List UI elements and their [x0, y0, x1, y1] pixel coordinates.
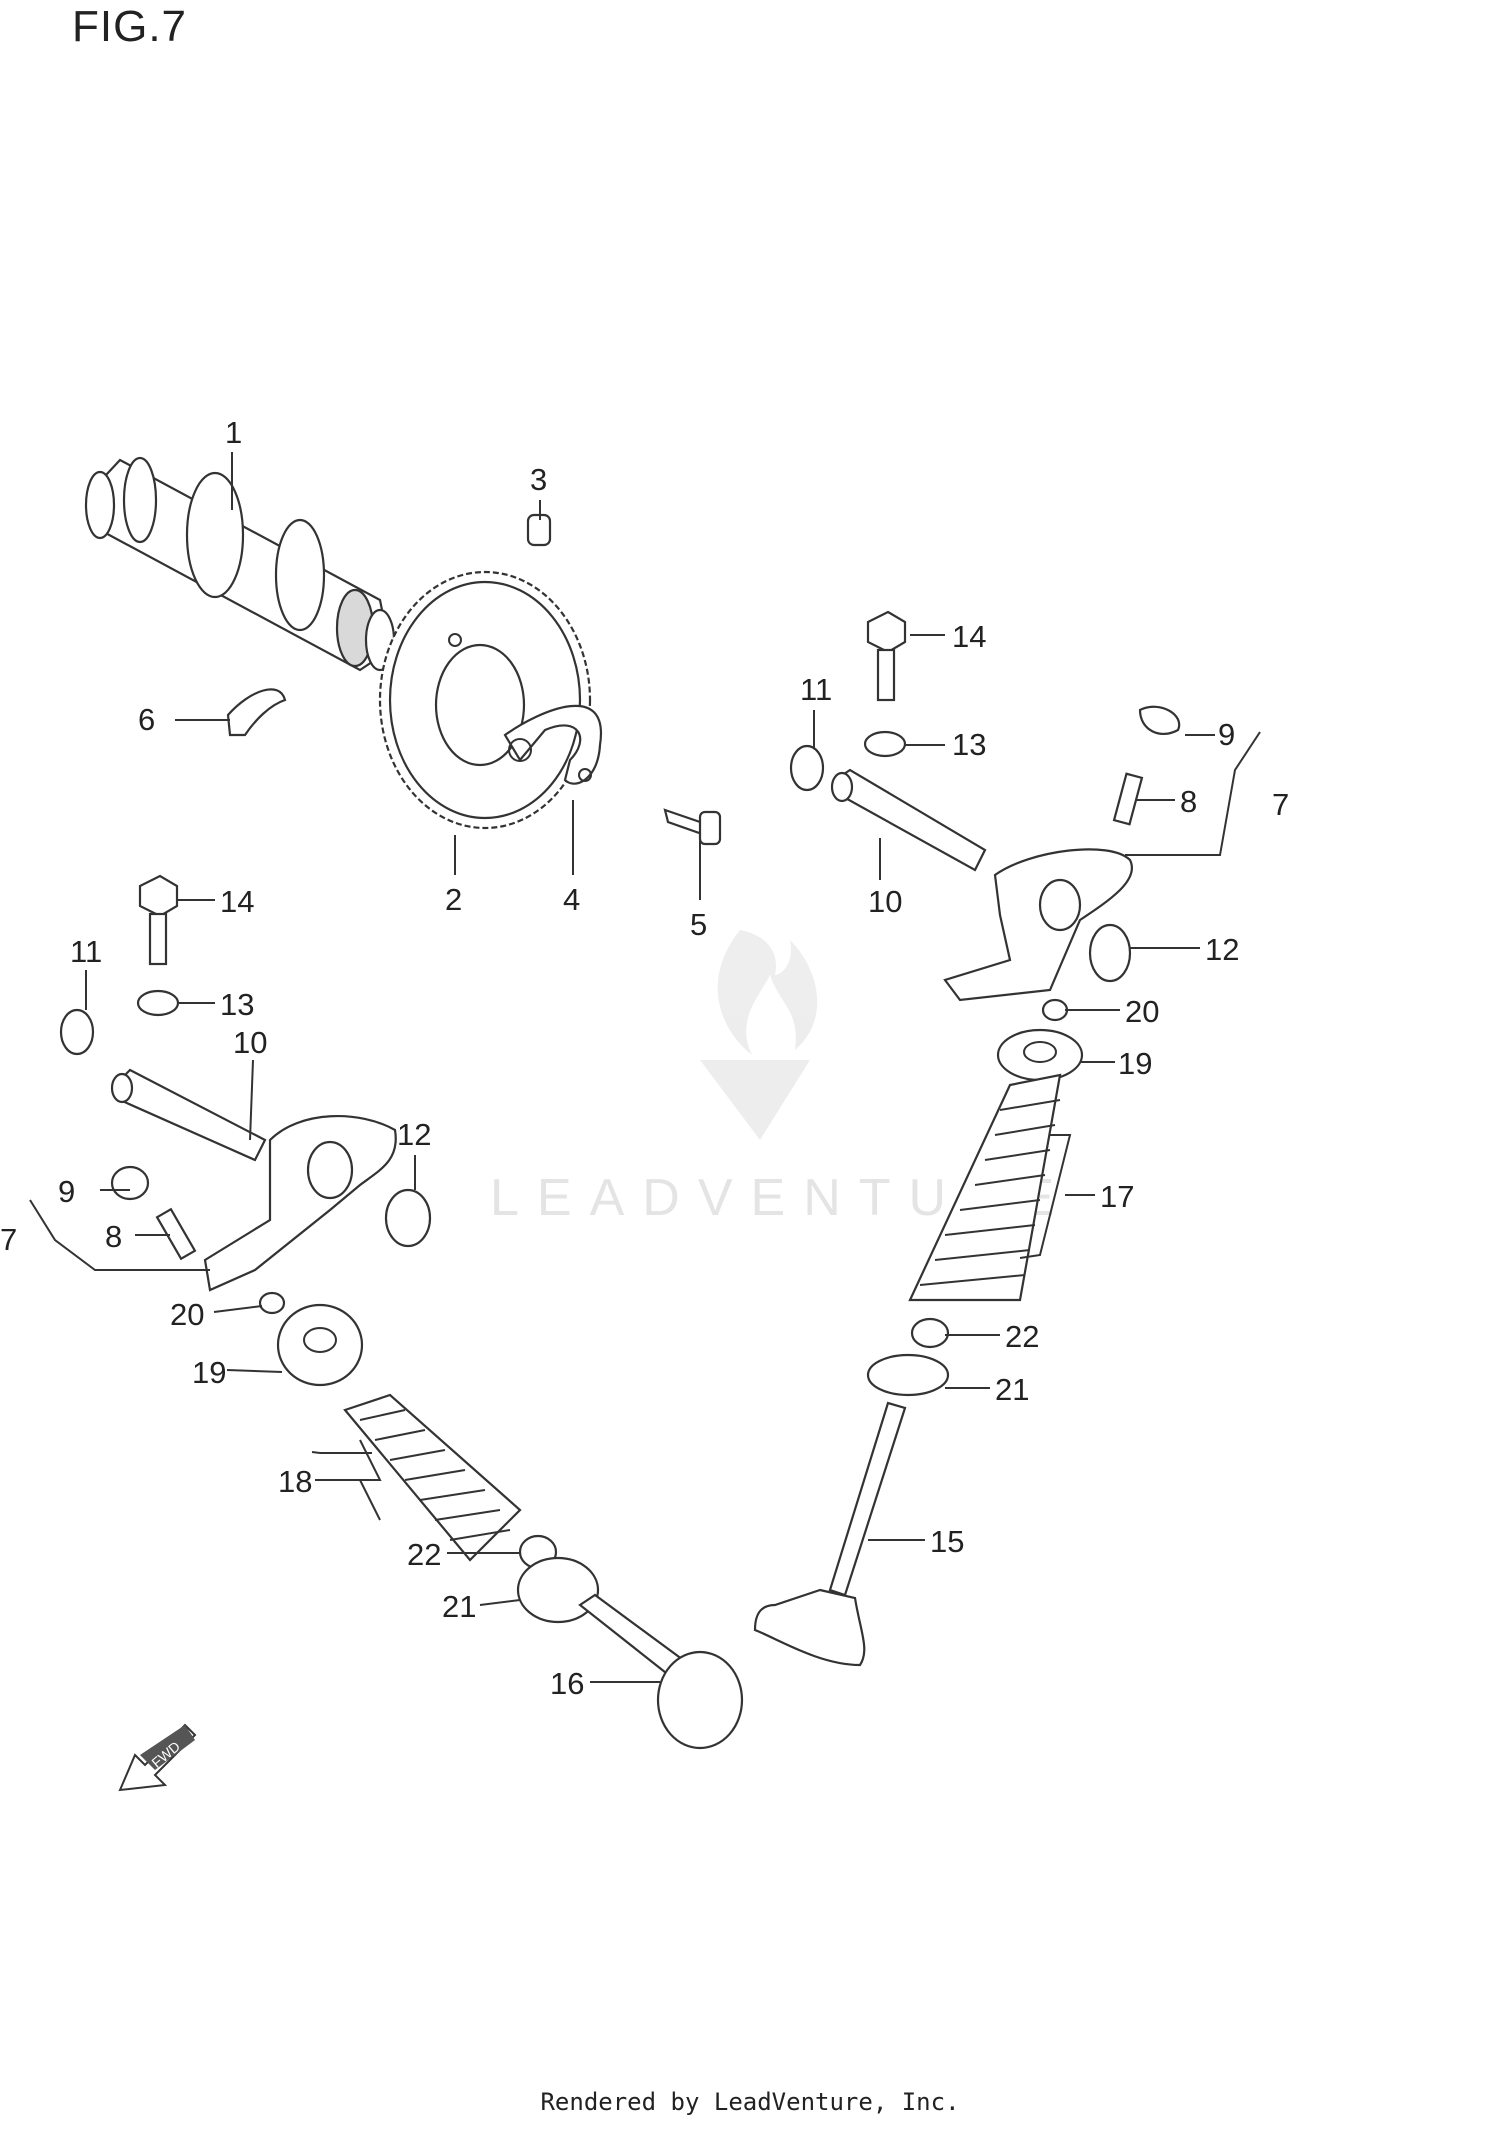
callout-1: 1: [225, 415, 242, 450]
camshaft-part: [84, 456, 396, 672]
washer-left-13: [136, 989, 180, 1017]
forward-arrow-icon: FWD: [118, 1723, 197, 1792]
callout-13-left: 13: [220, 987, 254, 1022]
callout-16: 16: [550, 1666, 584, 1701]
callout-9-left: 9: [58, 1174, 75, 1209]
figure-title: FIG.7: [72, 2, 188, 51]
clip-part: [226, 688, 287, 737]
callout-8-left: 8: [105, 1219, 122, 1254]
adjuster-right-8: [1112, 772, 1144, 826]
callout-17: 17: [1100, 1179, 1134, 1214]
valve-spring-17: [908, 1073, 1062, 1302]
bolt-part-5: [663, 808, 722, 846]
footer-credit: Rendered by LeadVenture, Inc.: [540, 2088, 960, 2116]
callout-4: 4: [563, 882, 580, 917]
cam-sprocket-part: [378, 570, 592, 830]
callout-20-left: 20: [170, 1297, 204, 1332]
callout-19-left: 19: [192, 1355, 226, 1390]
callout-3: 3: [530, 462, 547, 497]
callout-22-right: 22: [1005, 1319, 1039, 1354]
rocker-arm-right: [943, 848, 1133, 1002]
exhaust-valve-15: [753, 1401, 907, 1667]
callouts: 1 2 3 4 5 6 7 8 9 10 11 12 13 14 20 19 1…: [0, 415, 1289, 1701]
rocker-bolt-right: [866, 610, 907, 702]
bracket-part: [503, 704, 603, 785]
callout-20-right: 20: [1125, 994, 1159, 1029]
callout-15: 15: [930, 1524, 964, 1559]
callout-21-right: 21: [995, 1372, 1029, 1407]
callout-14-left: 14: [220, 884, 254, 919]
callout-7-right: 7: [1272, 787, 1289, 822]
seal-right-22: [910, 1317, 950, 1349]
watermark-chevron-icon: [700, 1060, 810, 1140]
callout-7-left: 7: [0, 1222, 17, 1257]
spring-seat-right-21: [866, 1353, 950, 1397]
washer-right-13: [863, 730, 907, 758]
cotter-right-20: [1041, 998, 1069, 1022]
adjuster-left-8: [155, 1207, 197, 1261]
rocker-shaft-right: [830, 768, 987, 872]
callout-8-right: 8: [1180, 784, 1197, 819]
callout-6: 6: [138, 702, 155, 737]
callout-12-right: 12: [1205, 932, 1239, 967]
callout-18: 18: [278, 1464, 312, 1499]
leader-lines: [29, 452, 1261, 1683]
callout-5: 5: [690, 907, 707, 942]
retainer-right-19: [996, 1028, 1084, 1082]
locknut-right-9: [1138, 705, 1181, 736]
spring-seat-left-21: [516, 1556, 600, 1624]
oring-right-11: [789, 744, 825, 792]
callout-10-left: 10: [233, 1025, 267, 1060]
rocker-shaft-left: [110, 1068, 267, 1162]
locknut-left-9: [110, 1165, 150, 1201]
retainer-left-19: [276, 1303, 364, 1387]
rocker-arm-left: [203, 1115, 397, 1292]
cotter-left-20: [258, 1291, 286, 1315]
valve-spring-18: [343, 1393, 522, 1562]
washer-left-12: [384, 1188, 432, 1248]
callout-2: 2: [445, 882, 462, 917]
callout-14-right: 14: [952, 619, 986, 654]
callout-22-left: 22: [407, 1537, 441, 1572]
callout-9-right: 9: [1218, 717, 1235, 752]
rocker-bolt-left: [138, 874, 179, 966]
callout-11-right: 11: [800, 672, 832, 707]
watermark-flame-icon: [717, 930, 818, 1055]
callout-13-right: 13: [952, 727, 986, 762]
washer-right-12: [1088, 923, 1132, 983]
intake-valve-16: [578, 1593, 744, 1750]
callout-10-right: 10: [868, 884, 902, 919]
callout-12-left: 12: [397, 1117, 431, 1152]
callout-21-left: 21: [442, 1589, 476, 1624]
callout-19-right: 19: [1118, 1046, 1152, 1081]
oring-left-11: [59, 1008, 95, 1056]
callout-11-left: 11: [70, 934, 102, 969]
